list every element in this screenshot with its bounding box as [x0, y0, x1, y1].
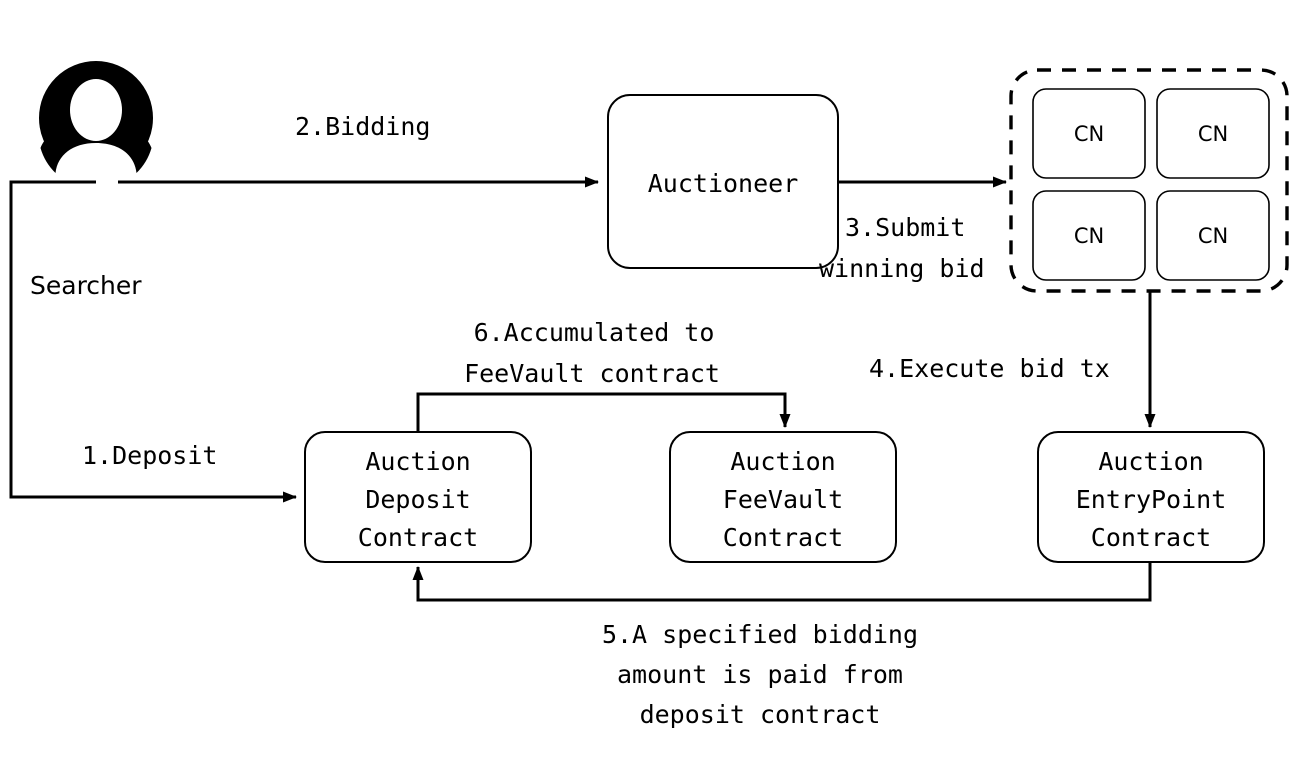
node-cn-4[interactable]	[1156, 190, 1270, 281]
feevault-contract-line2: FeeVault	[723, 485, 843, 514]
edge-label-paid-line2: amount is paid from	[617, 660, 903, 689]
feevault-contract-line3: Contract	[723, 523, 843, 552]
edge-label-bidding: 2.Bidding	[295, 112, 430, 141]
cn-label-1: CN	[1074, 122, 1104, 146]
auctioneer-label: Auctioneer	[648, 169, 799, 198]
cn-label-3: CN	[1074, 224, 1104, 248]
entrypoint-contract-line1: Auction	[1098, 447, 1203, 476]
edge-label-execute-bid-tx: 4.Execute bid tx	[869, 354, 1110, 383]
edge-label-paid-line3: deposit contract	[640, 700, 881, 729]
edge-bidding-amount-paid	[412, 562, 1152, 602]
searcher-label: Searcher	[30, 271, 142, 300]
edge-label-submit-line1: 3.Submit	[845, 213, 965, 242]
person-icon	[39, 61, 153, 173]
edge-label-deposit: 1.Deposit	[82, 441, 217, 470]
edge-label-submit-line2: winning bid	[819, 254, 985, 283]
edge-label-paid-line1: 5.A specified bidding	[602, 620, 918, 649]
deposit-contract-line1: Auction	[365, 447, 470, 476]
node-cn-3[interactable]	[1032, 190, 1146, 281]
cn-label-4: CN	[1198, 224, 1228, 248]
deposit-contract-line3: Contract	[358, 523, 478, 552]
edge-deposit	[9, 180, 297, 503]
edge-accumulated-to-feevault	[416, 392, 791, 432]
entrypoint-contract-line2: EntryPoint	[1076, 485, 1227, 514]
cn-label-2: CN	[1198, 122, 1228, 146]
entrypoint-contract-line3: Contract	[1091, 523, 1211, 552]
deposit-contract-line2: Deposit	[365, 485, 470, 514]
edge-label-accumulated-line1: 6.Accumulated to	[474, 318, 715, 347]
node-cn-2[interactable]	[1156, 88, 1270, 179]
node-cn-1[interactable]	[1032, 88, 1146, 179]
feevault-contract-line1: Auction	[730, 447, 835, 476]
node-auction-feevault-contract[interactable]	[669, 431, 897, 563]
edge-label-accumulated-line2: FeeVault contract	[464, 359, 720, 388]
